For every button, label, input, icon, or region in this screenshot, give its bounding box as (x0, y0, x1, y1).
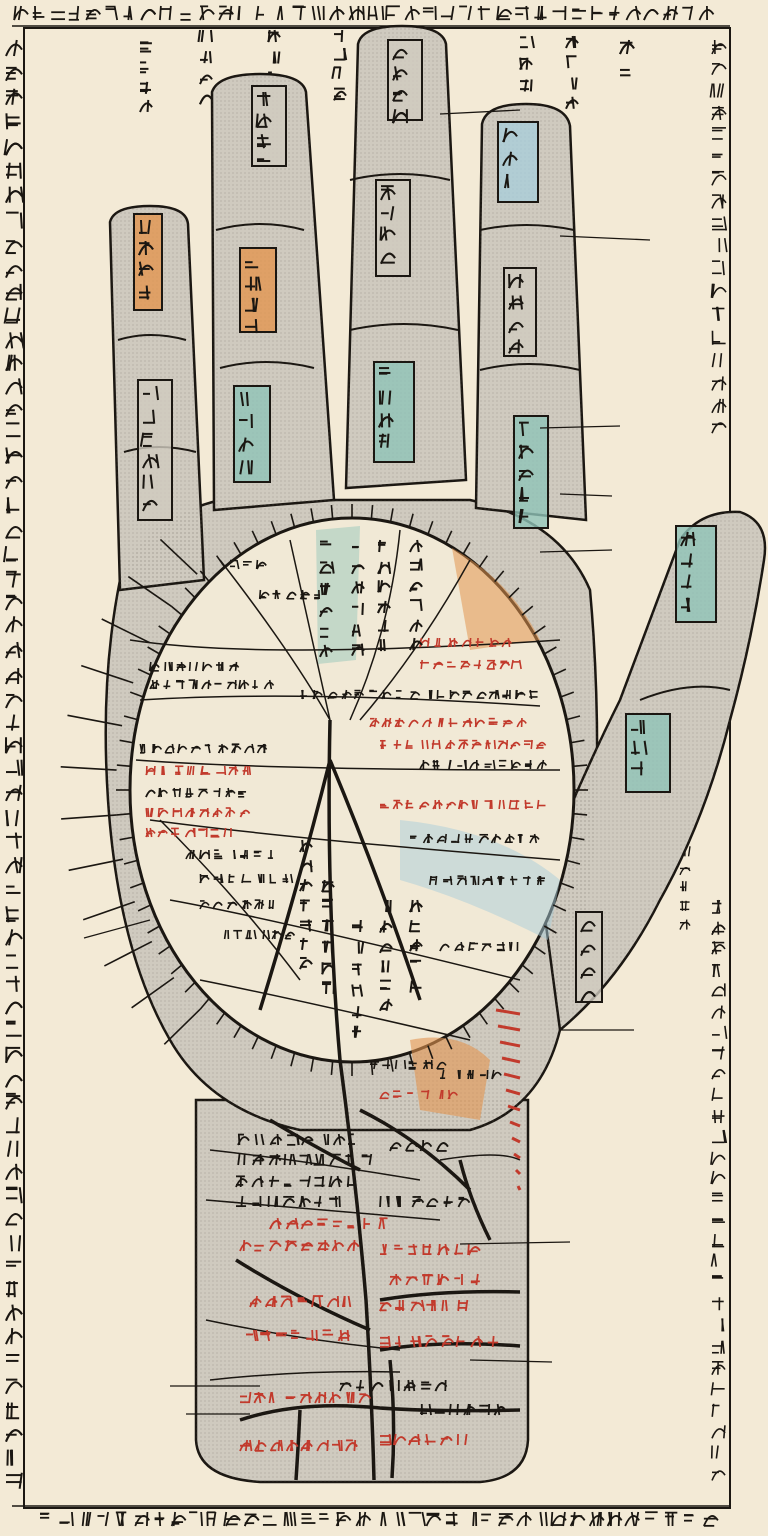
label-plate (497, 121, 539, 203)
wrist-script-rows (235, 1008, 522, 1452)
label-plate (503, 267, 537, 357)
decorative-script-marks (3, 5, 728, 1527)
label-plate (375, 179, 411, 277)
annotation-leader-lines (83, 109, 651, 1415)
label-plate (575, 911, 603, 1003)
label-plate (251, 85, 287, 167)
disc-ray-ticks (60, 504, 588, 1076)
disc-orange-zone (452, 548, 540, 650)
label-plate (239, 247, 277, 334)
disc-orange-lower (410, 1037, 490, 1120)
label-plate (133, 213, 163, 311)
label-plate (373, 361, 415, 463)
label-plate (513, 415, 549, 529)
label-plate (675, 525, 717, 623)
palm-script-rows (139, 539, 548, 1100)
finger-label-plates (133, 39, 717, 1003)
label-plate (387, 39, 423, 124)
label-plate (233, 385, 271, 483)
label-plate (625, 713, 671, 793)
label-plate (137, 379, 173, 521)
